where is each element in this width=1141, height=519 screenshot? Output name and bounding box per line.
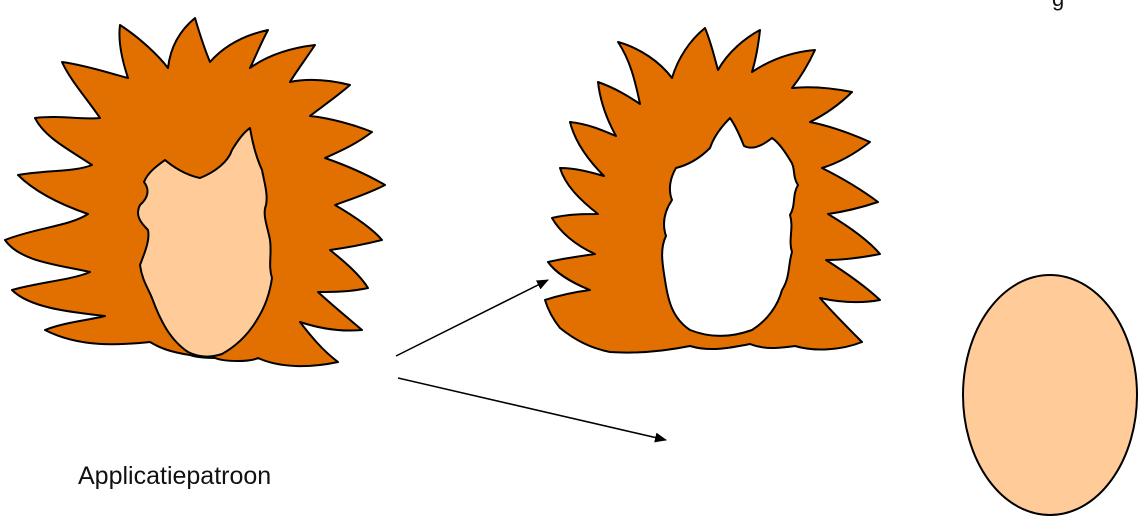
middle-hair-shape (545, 28, 880, 353)
face-oval (963, 275, 1137, 515)
hair-with-face-pattern (5, 18, 385, 366)
pattern-caption: Applicatiepatroon (78, 462, 271, 491)
arrow-to-hair-piece (396, 280, 548, 356)
corner-text-fragment: g (1052, 0, 1064, 12)
arrow-to-face-oval (398, 378, 666, 440)
hair-piece (545, 28, 880, 353)
